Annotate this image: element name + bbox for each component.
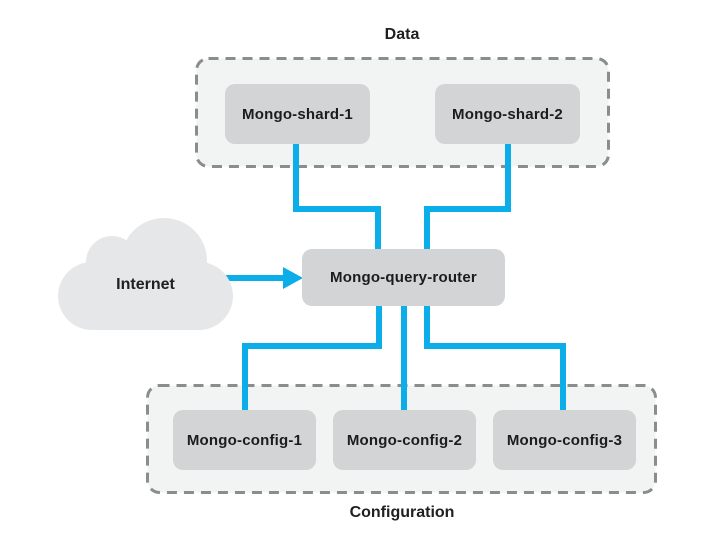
connector-router-config3 [424, 303, 566, 415]
node-mongo-config-3: Mongo-config-3 [493, 410, 636, 470]
internet-arrowhead-icon [283, 267, 303, 289]
node-mongo-config-1: Mongo-config-1 [173, 410, 316, 470]
cloud-base [58, 262, 233, 330]
node-mongo-shard-1: Mongo-shard-1 [225, 84, 370, 144]
configuration-group-label: Configuration [349, 504, 455, 521]
connector-router-config1 [242, 303, 382, 415]
connector-shard1-router [293, 140, 381, 252]
internet-label: Internet [116, 276, 175, 293]
cloud-icon [58, 218, 233, 330]
connector-shard2-router [424, 140, 511, 252]
node-mongo-config-2: Mongo-config-2 [333, 410, 476, 470]
node-mongo-shard-2: Mongo-shard-2 [435, 84, 580, 144]
node-mongo-query-router: Mongo-query-router [302, 249, 505, 306]
data-group-label: Data [384, 26, 420, 43]
